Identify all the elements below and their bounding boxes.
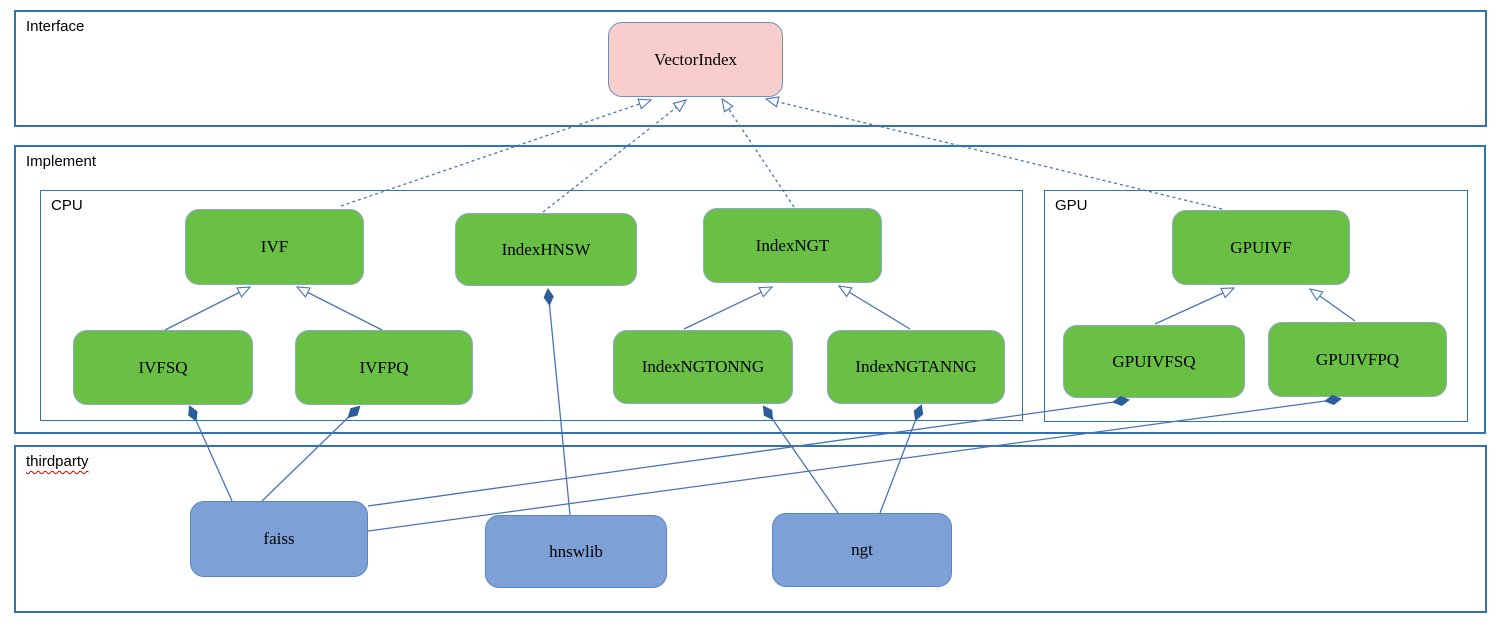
node-ivfsq[interactable]: IVFSQ	[73, 330, 253, 405]
node-ngt[interactable]: ngt	[772, 513, 952, 587]
node-hnswlib[interactable]: hnswlib	[485, 515, 667, 588]
section-thirdparty-label: thirdparty	[26, 453, 89, 470]
node-indexngtonng[interactable]: IndexNGTONNG	[613, 330, 793, 404]
node-faiss[interactable]: faiss	[190, 501, 368, 577]
section-interface-label: Interface	[26, 18, 85, 35]
section-gpu-label: GPU	[1055, 197, 1088, 214]
node-gpuivf[interactable]: GPUIVF	[1172, 210, 1350, 285]
node-ivfpq[interactable]: IVFPQ	[295, 330, 473, 405]
node-gpuivfpq[interactable]: GPUIVFPQ	[1268, 322, 1447, 397]
section-cpu-label: CPU	[51, 197, 83, 214]
node-indexngt[interactable]: IndexNGT	[703, 208, 882, 283]
node-indexhnsw[interactable]: IndexHNSW	[455, 213, 637, 286]
node-vectorindex[interactable]: VectorIndex	[608, 22, 783, 97]
node-indexngtanng[interactable]: IndexNGTANNG	[827, 330, 1005, 404]
node-gpuivfsq[interactable]: GPUIVFSQ	[1063, 325, 1245, 398]
node-ivf[interactable]: IVF	[185, 209, 364, 285]
section-implement-label: Implement	[26, 153, 97, 170]
